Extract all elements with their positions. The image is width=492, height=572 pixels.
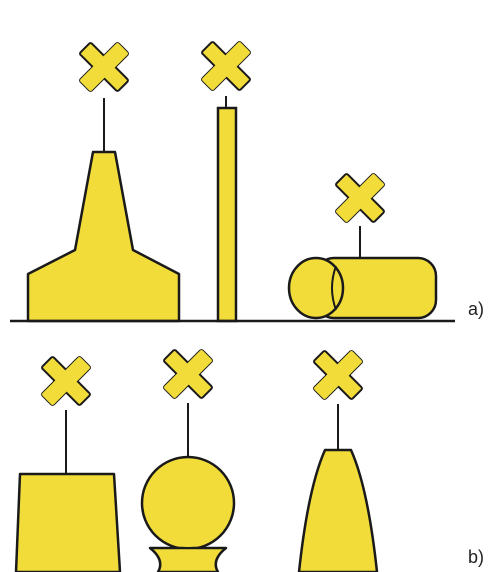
- panel-label-b: b): [468, 548, 484, 566]
- cross-topmark-icon: [163, 349, 212, 398]
- panel-label-a: a): [468, 300, 484, 318]
- conical-buoy: [28, 42, 179, 321]
- panel-a: [10, 41, 455, 321]
- cross-topmark-icon: [201, 41, 250, 90]
- float-buoy: [289, 173, 436, 318]
- pillar-buoy: [299, 350, 377, 572]
- spherical-buoy: [142, 349, 234, 572]
- cross-topmark-icon: [41, 356, 90, 405]
- cross-topmark-icon: [335, 173, 384, 222]
- panel-b: [16, 349, 377, 572]
- cross-topmark-icon: [313, 350, 362, 399]
- can-buoy: [16, 356, 120, 572]
- cross-topmark-icon: [79, 42, 128, 91]
- spar-buoy: [201, 41, 250, 321]
